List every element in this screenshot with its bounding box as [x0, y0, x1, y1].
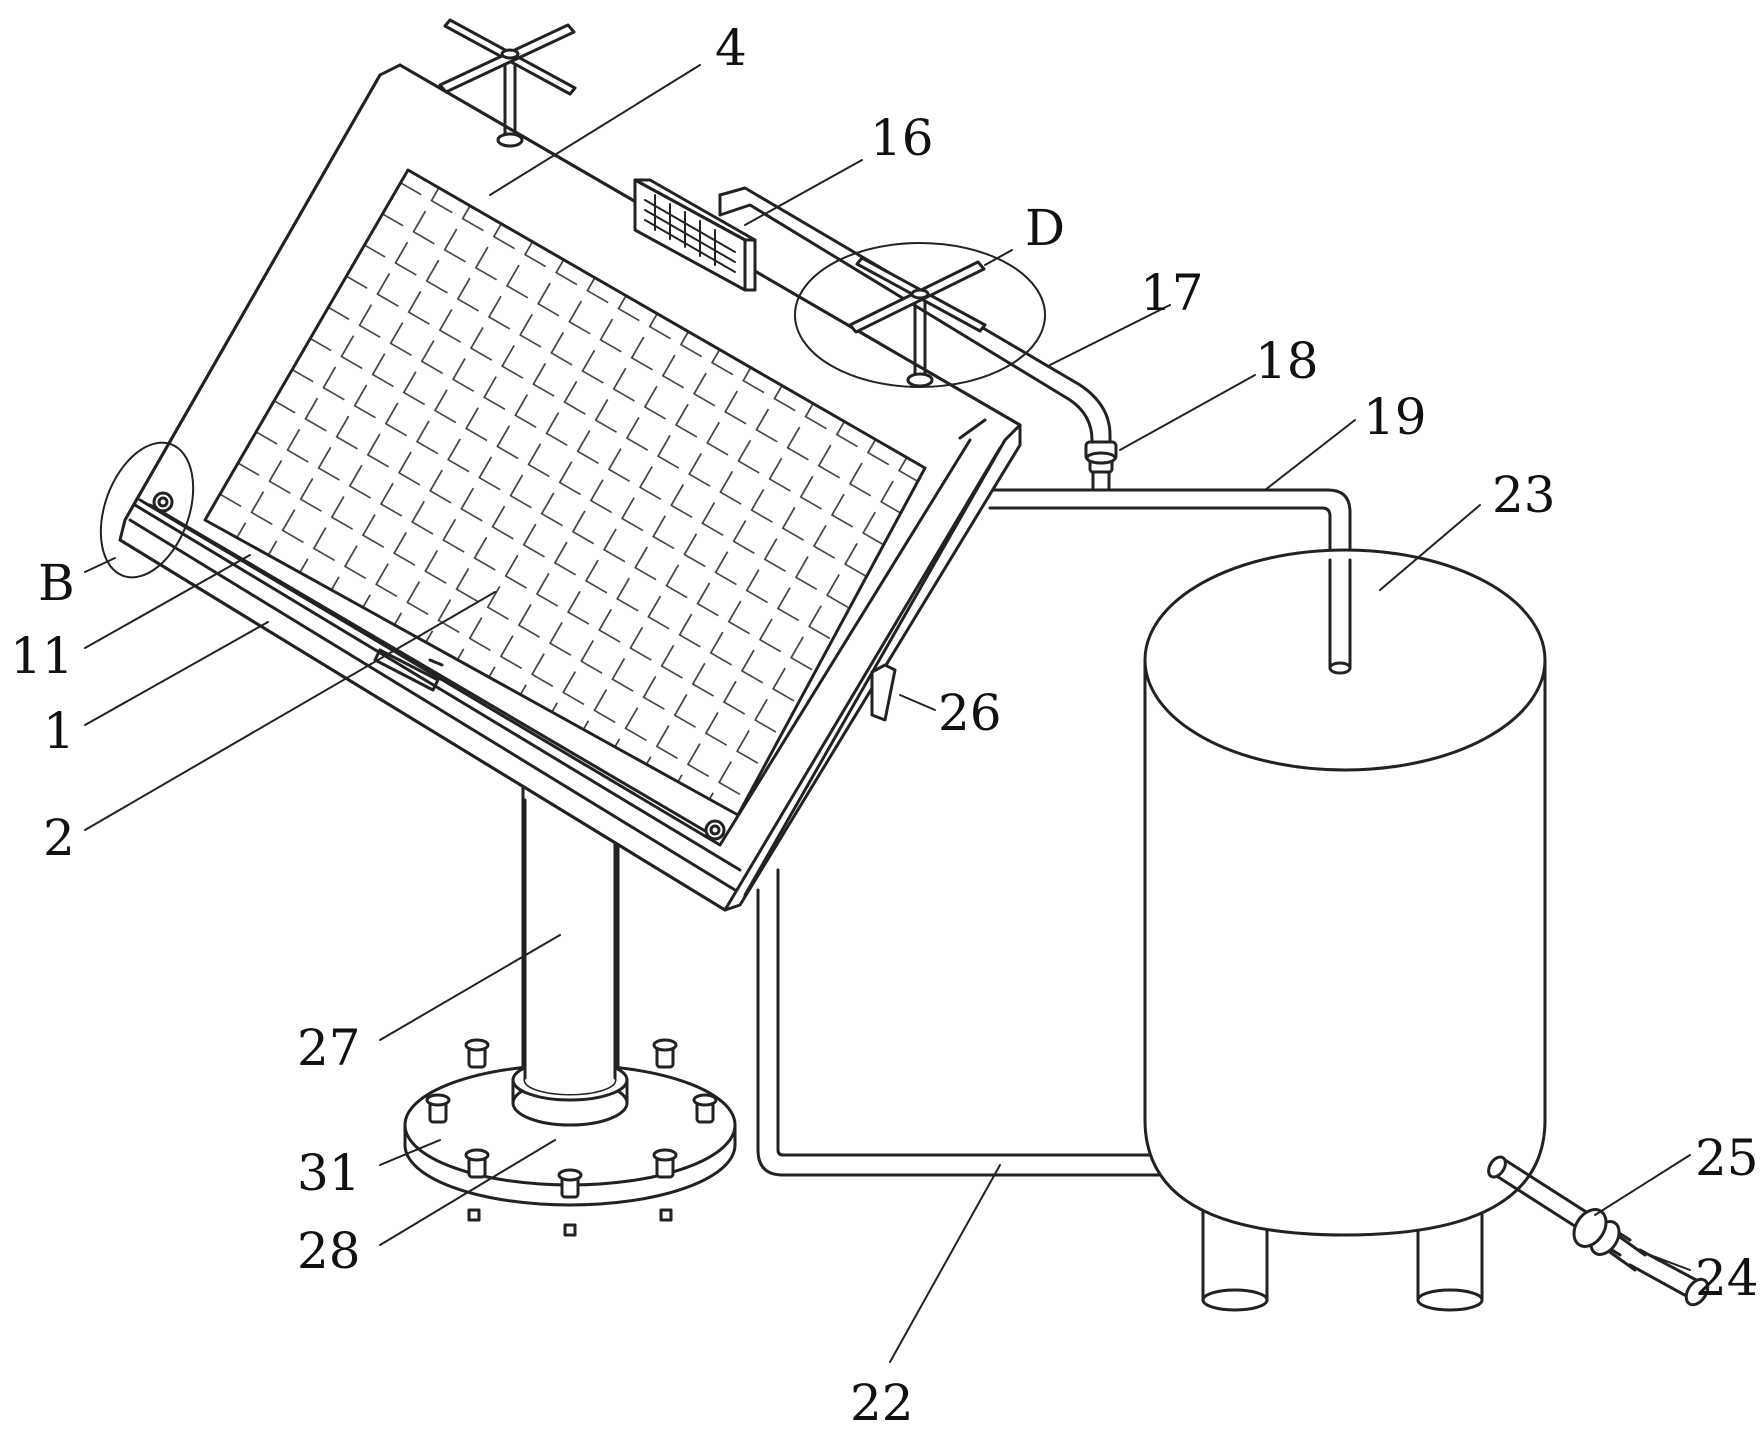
outlet-pipe: [1487, 1155, 1710, 1307]
support-column: [521, 778, 620, 1102]
label-17: 17: [1140, 264, 1204, 322]
storage-tank: [1143, 548, 1547, 1312]
label-1: 1: [43, 702, 75, 760]
spray-pipe: [718, 186, 1118, 492]
label-26: 26: [938, 684, 1002, 742]
label-19: 19: [1363, 388, 1427, 446]
label-11: 11: [10, 627, 74, 685]
label-2: 2: [43, 809, 75, 867]
label-18: 18: [1255, 332, 1319, 390]
leader-lines: [84, 64, 1691, 1363]
detail-circle-d: [794, 242, 1046, 388]
label-4: 4: [715, 19, 747, 77]
label-28: 28: [297, 1222, 361, 1280]
label-24: 24: [1695, 1249, 1759, 1307]
detail-circle-b: [99, 441, 195, 579]
drain-pipe: [756, 868, 1203, 1177]
label-27: 27: [297, 1019, 361, 1077]
wind-vane-left: [438, 18, 577, 148]
label-31: 31: [297, 1144, 361, 1202]
label-b: B: [38, 554, 75, 612]
side-bracket: [870, 663, 897, 722]
anchor-bolts: [425, 1038, 718, 1237]
label-16: 16: [870, 109, 934, 167]
label-22: 22: [850, 1374, 914, 1432]
wind-vane-right: [848, 256, 987, 388]
label-25: 25: [1695, 1129, 1759, 1187]
label-23: 23: [1492, 466, 1556, 524]
hinge-rod: [152, 491, 726, 841]
control-box: [633, 178, 757, 292]
label-d: D: [1025, 199, 1065, 257]
